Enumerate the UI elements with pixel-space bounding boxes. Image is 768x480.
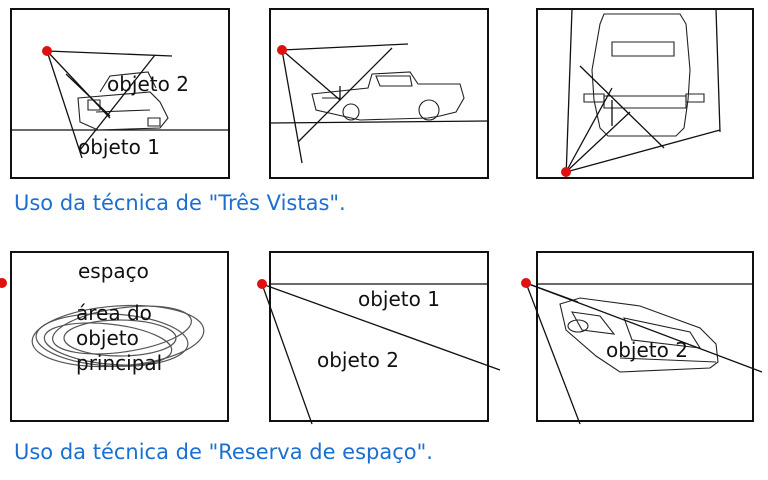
panel-3-viewpoint-dot: [561, 167, 571, 177]
panel-1-viewpoint-dot: [42, 46, 52, 56]
panel-4-label-area-line-1: área do: [76, 301, 152, 325]
panel-2-car-sketch: [311, 71, 465, 121]
panel-4-viewpoint-dot: [0, 278, 7, 288]
panel-5-viewpoint-dot: [257, 279, 267, 289]
panel-5-label-objeto-2: objeto 2: [317, 348, 399, 372]
panel-2-frame: [269, 8, 489, 179]
panel-2-viewpoint-dot: [277, 45, 287, 55]
panel-2-three-views: [269, 8, 489, 179]
panel-6-frame: [536, 251, 754, 422]
panel-5-frame: [269, 251, 489, 422]
panel-3-car-sketch: [583, 13, 705, 137]
panel-3-sight-lines: [565, 65, 721, 173]
panel-2-sight-lines: [281, 43, 409, 164]
panel-1-three-views: objeto 2 objeto 1: [10, 8, 230, 179]
panel-1-label-objeto-2: objeto 2: [107, 72, 189, 96]
panel-5-space-reserve: objeto 1 objeto 2: [257, 251, 501, 425]
panel-3-three-views: [536, 8, 754, 179]
panel-1-sight-lines: [46, 50, 173, 159]
caption-space-reserve: Uso da técnica de "Reserva de espaço".: [14, 440, 433, 464]
panel-6-space-reserve: objeto 2: [521, 251, 763, 425]
panel-1-frame: [10, 8, 230, 179]
panel-4-label-area-line-3: principal: [76, 351, 162, 375]
panel-6-label-objeto-2: objeto 2: [606, 338, 688, 362]
panel-5-label-objeto-1: objeto 1: [358, 287, 440, 311]
panel-4-scribble-area: [31, 304, 205, 368]
panel-4-space-reserve: espaço área do objeto principal: [0, 251, 229, 422]
panel-3-vertical-line-right: [715, 8, 721, 133]
panel-1-label-objeto-1: objeto 1: [78, 135, 160, 159]
panel-2-horizon-line: [269, 120, 489, 124]
panel-3-vertical-line-left: [565, 8, 573, 179]
panel-6-sight-lines: [525, 282, 763, 425]
panel-4-frame: [10, 251, 229, 422]
panel-6-viewpoint-dot: [521, 278, 531, 288]
panel-3-frame: [536, 8, 754, 179]
panel-4-label-espaco: espaço: [78, 259, 149, 283]
panel-4-label-area-line-2: objeto: [76, 326, 139, 350]
caption-three-views: Uso da técnica de "Três Vistas".: [14, 191, 346, 215]
panel-5-sight-lines: [261, 283, 501, 425]
